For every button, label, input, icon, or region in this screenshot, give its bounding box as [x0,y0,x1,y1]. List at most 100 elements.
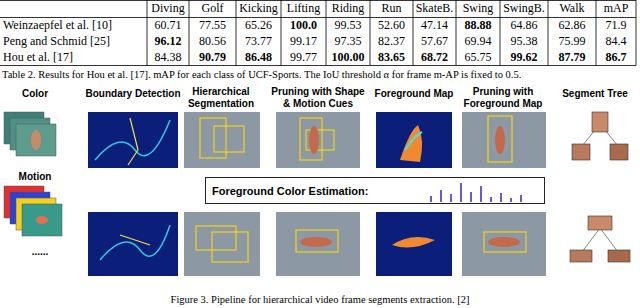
pruned-shape [276,112,360,168]
person [36,216,48,224]
bar [490,197,492,202]
column-header: Kicking [239,1,278,16]
table-cell: 95.38 [511,34,538,49]
table-cell: 96.12 [155,34,182,49]
table-cell: 99.53 [335,18,362,33]
table-cell: 64.86 [511,18,538,33]
table-cell: 90.79 [199,50,226,65]
person [495,126,505,154]
blob [400,125,422,162]
edge [120,235,150,245]
table-cell: 100.0 [290,18,317,33]
segment-box [296,230,338,252]
edge [128,118,138,165]
column-header: SwingB. [503,1,545,16]
figure-caption: Figure 3. Pipeline for hierarchical vide… [171,293,470,306]
stage-label: Foreground Map [371,88,457,100]
rule [0,65,636,66]
tree-link [582,228,600,252]
rule [189,0,190,66]
table-cell: 60.71 [155,18,182,33]
column-header: Swing [463,1,494,16]
column-header: Run [381,1,401,16]
table-cell: 65.75 [465,50,492,65]
segment [610,144,628,160]
table-cell: 68.72 [421,50,448,65]
table-rules [0,0,636,66]
row-header: Peng and Schmid [25] [3,34,110,49]
table-cell: 82.37 [378,34,405,49]
pruned-foreground [462,112,546,168]
top-row [88,112,628,168]
segment [608,250,630,262]
table-cell: 62.86 [559,18,586,33]
segment [570,250,592,262]
rule [0,0,636,1]
table-cell: 69.94 [465,34,492,49]
foreground-map [376,112,452,168]
rule [147,0,148,66]
stage-label: Hierarchical Segmentation [181,86,261,110]
table-cell: 99.62 [511,50,538,65]
table-cell: 73.77 [245,34,272,49]
segment-tree [572,112,628,160]
stage-label: Color [5,88,65,100]
segment-box [488,116,512,162]
bar [450,194,452,202]
table-cell: 47.14 [421,18,448,33]
table-caption: Table 2. Results for Hou et al. [17]. mA… [2,68,521,81]
segment-box [300,118,322,160]
rule [413,0,414,66]
person [300,237,332,247]
table-cell: 87.79 [559,50,586,65]
color-frames [4,112,56,156]
bar [500,193,502,202]
frame [16,124,56,156]
rule [281,0,282,66]
blob [405,132,422,150]
rule [596,0,597,66]
bar [520,195,522,202]
table-cell: 86.7 [606,50,627,65]
table-cell: 83.65 [378,50,405,65]
rule [500,0,501,66]
stage-label: Segment Tree [557,88,633,100]
pruned-shape [276,212,360,276]
table-cell: 52.60 [378,18,405,33]
segment-box [196,226,236,250]
table-cell: 99.77 [290,50,317,65]
stage-label: Boundary Detection [78,88,188,100]
table-cell: 77.55 [199,18,226,33]
bar [470,192,472,202]
row-header: Weinzaepfel et al. [10] [3,18,112,33]
stage-label: ...... [15,246,65,258]
bottom-row [88,212,630,276]
column-header: Golf [202,1,224,16]
person [488,237,520,247]
boundary-map [88,212,178,276]
rule [548,0,549,66]
person [31,130,41,150]
segment-tree [570,216,630,262]
table-cell: 80.56 [199,34,226,49]
pruned-foreground [462,212,546,276]
bar [460,183,462,202]
column-header: Riding [332,1,365,16]
table-cell: 65.26 [245,18,272,33]
segment-box [212,232,248,262]
bar [510,198,512,202]
box-label: Foreground Color Estimation: [212,185,538,197]
segment-box [214,126,244,152]
bar [440,190,442,202]
bar [430,196,432,202]
rule [0,17,636,18]
table-cell: 86.48 [245,50,272,65]
person [309,126,319,154]
edge [100,225,170,260]
segmentation [184,112,260,168]
rule [636,0,637,66]
histogram [430,183,522,202]
frame [22,204,62,236]
table-cell: 71.9 [606,18,627,33]
column-header: Lifting [287,1,320,16]
